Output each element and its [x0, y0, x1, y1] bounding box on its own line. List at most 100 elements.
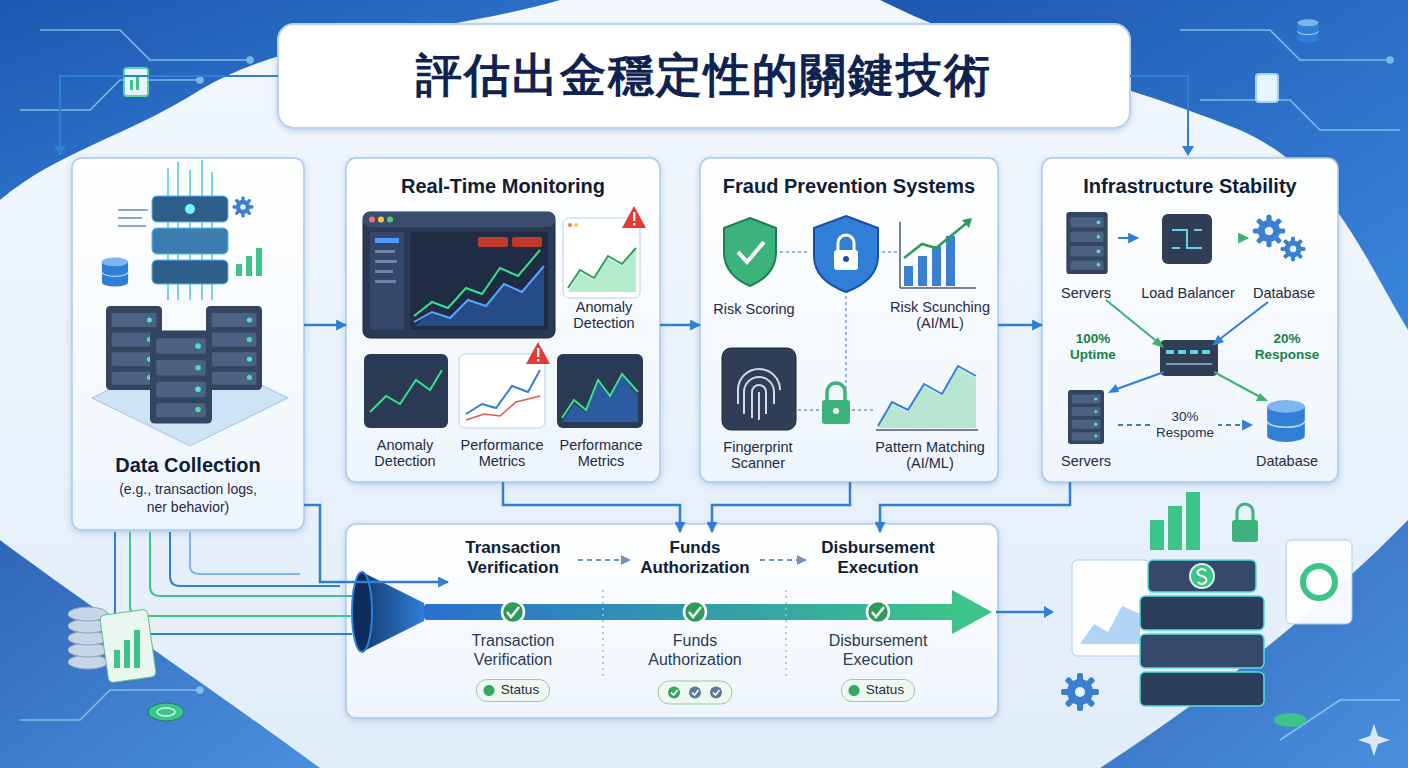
item-label: Database [1256, 453, 1318, 470]
fraud-illustration [758, 392, 760, 420]
monitoring-illustration [378, 217, 384, 223]
left-bottom-illustration [130, 532, 352, 616]
item-label: Performance Metrics [554, 437, 648, 470]
item-label: Anomaly Detection [358, 437, 452, 470]
pipeline-panel [671, 690, 678, 695]
metric-label: 100% Uptime [1062, 331, 1124, 362]
connector [1118, 237, 1138, 239]
item-label: Performance Metrics [456, 437, 548, 470]
item-label: Risk Scunching (AI/ML) [888, 299, 992, 332]
right-bottom-illustration [1286, 540, 1352, 624]
infrastructure-illustration [1190, 350, 1198, 354]
icon-item: Risk Scoring [708, 214, 800, 320]
fraud-illustration [946, 236, 955, 286]
fraud-illustration [882, 251, 898, 253]
data-collection-illustration [152, 260, 228, 284]
panel-heading: Fraud Prevention Systems [723, 174, 975, 198]
infrastructure-illustration [1202, 350, 1210, 354]
item-label: Risk Scoring [713, 301, 794, 318]
monitoring-illustration [622, 206, 646, 228]
monitoring-illustration [466, 396, 540, 420]
circuit-lines [197, 77, 203, 83]
icon-item: Database [1248, 208, 1320, 304]
panel-box: Real-Time MonitoringAnomaly DetectionAno… [346, 158, 660, 482]
title-banner [60, 76, 278, 150]
monitoring-illustration [370, 370, 442, 412]
process-step: Disbursement ExecutionDisbursement Execu… [806, 532, 950, 708]
fraud-illustration [827, 383, 845, 400]
monitoring-illustration [562, 374, 638, 418]
monitoring-illustration [633, 212, 635, 221]
right-bottom-illustration [1140, 672, 1264, 706]
panel-box: Data Collection(e.g., transaction logs, … [72, 158, 304, 530]
fraud-illustration [722, 348, 796, 430]
step-heading: Funds Authorization [634, 538, 756, 577]
pipeline-panel [684, 601, 706, 623]
process-step: Funds AuthorizationFunds Authorization [630, 532, 760, 708]
left-bottom-illustration [68, 532, 352, 721]
step-heading: Transaction Verification [452, 538, 574, 577]
infrastructure-illustration [1216, 302, 1268, 342]
pipeline-panel [507, 607, 519, 617]
right-bottom-illustration [1072, 560, 1150, 656]
right-bottom-illustration [1358, 724, 1390, 756]
connector [578, 559, 630, 561]
monitoring-illustration [370, 232, 404, 330]
left-bottom-illustration [114, 630, 140, 668]
title-banner [54, 146, 66, 156]
fraud-illustration [738, 242, 764, 262]
monitoring-illustration [414, 266, 544, 326]
circuit-lines [1180, 30, 1390, 60]
right-bottom-illustration [1150, 520, 1164, 550]
step-label: Funds Authorization [634, 631, 756, 669]
infrastructure-illustration [1194, 229, 1202, 231]
infrastructure-illustration [1166, 363, 1212, 365]
infrastructure-illustration [1108, 384, 1119, 393]
icon-item: Performance Metrics [552, 352, 650, 472]
right-bottom-illustration [996, 492, 1390, 756]
infrastructure-illustration [1214, 372, 1262, 398]
icon-item: Pattern Matching (AI/ML) [866, 344, 994, 474]
left-bottom-illustration [100, 609, 157, 683]
title: 評估出金穩定性的關鍵技術 [416, 45, 992, 107]
right-bottom-illustration [1232, 520, 1258, 542]
monitoring-illustration [563, 218, 640, 298]
infrastructure-illustration [1114, 372, 1164, 390]
pipeline-panel [346, 524, 998, 718]
infrastructure-illustration [1068, 390, 1104, 444]
monitoring-illustration [414, 250, 540, 316]
fraud-illustration [780, 252, 898, 410]
pipeline-panel [867, 601, 889, 623]
title-banner [1182, 146, 1194, 156]
connector [503, 482, 680, 532]
panel-frame [700, 158, 998, 482]
monitoring-illustration [369, 217, 375, 223]
metric-label: 20% Response [1250, 331, 1324, 362]
pipeline-panel [692, 690, 699, 695]
infrastructure-illustration [1166, 350, 1174, 354]
right-bottom-illustration [1140, 560, 1264, 706]
right-bottom-illustration [1140, 596, 1264, 630]
pipeline-panel [671, 690, 720, 695]
right-bottom-illustration [996, 611, 1046, 614]
item-label: Pattern Matching (AI/ML) [868, 439, 992, 472]
data-collection-illustration [102, 257, 128, 286]
monitoring-illustration [568, 223, 572, 227]
monitoring-illustration [410, 232, 548, 330]
right-bottom-illustration [1190, 564, 1214, 588]
left-bottom-illustration [190, 532, 300, 574]
connector [880, 482, 1070, 532]
infrastructure-illustration [1066, 212, 1305, 444]
pipeline-panel [502, 601, 889, 623]
monitoring-illustration [537, 359, 539, 361]
data-collection-illustration [185, 204, 195, 214]
connector-layer [304, 238, 1252, 582]
data-collection-illustration [236, 264, 242, 276]
corner-shapes [1100, 520, 1408, 768]
pipeline-panel [952, 590, 992, 634]
monitoring-illustration [512, 237, 542, 247]
fraud-illustration [878, 368, 976, 428]
fraud-illustration [814, 216, 878, 292]
